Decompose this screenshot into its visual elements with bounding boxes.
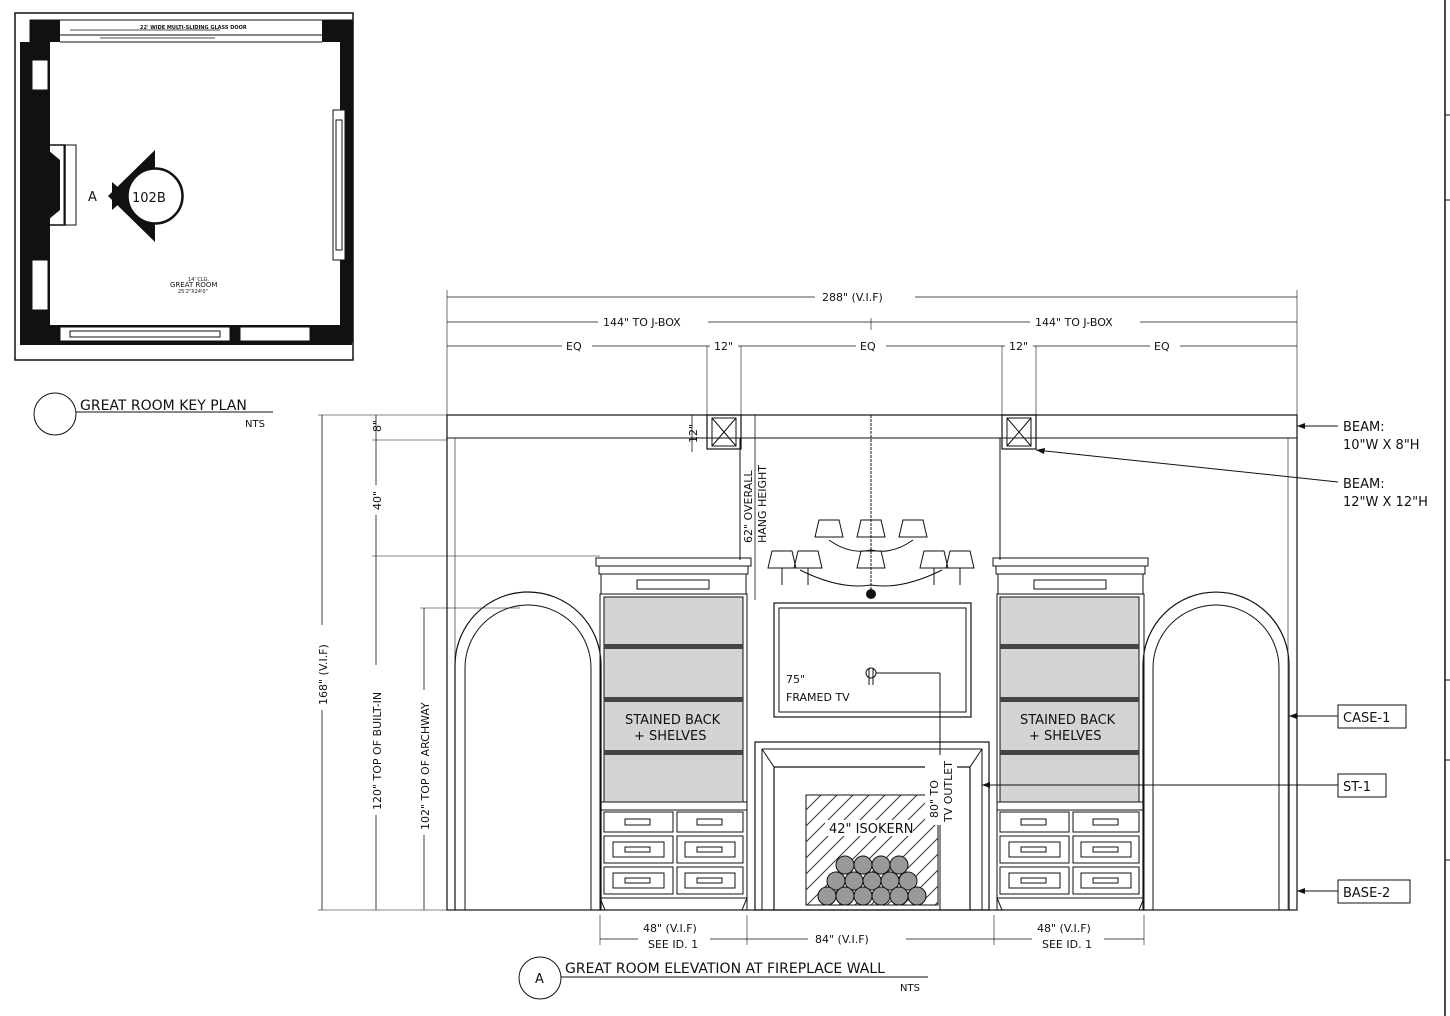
- dim-left-jbox: 144" TO J-BOX: [603, 316, 681, 329]
- dim-hang-height-line2: HANG HEIGHT: [756, 465, 769, 543]
- callouts: BEAM: 10"W X 8"H BEAM: 12"W X 12"H CASE-…: [982, 420, 1428, 904]
- dim-drop-40: 40": [371, 491, 384, 510]
- elevation-title: GREAT ROOM ELEVATION AT FIREPLACE WALL: [565, 961, 885, 977]
- dim-top-archway: 102" TOP OF ARCHWAY: [419, 702, 432, 830]
- dim-overall-168: 168" (V.I.F): [317, 644, 330, 705]
- dim-right-width: 48" (V.I.F): [1037, 922, 1091, 935]
- key-plan-scale: NTS: [245, 419, 265, 430]
- fireplace: [754, 741, 990, 911]
- dim-top-built-in: 120" TOP OF BUILT-IN: [371, 692, 384, 810]
- vertical-dimensions: 8" 12" 40" 168" (V.I.F) 120" TOP OF BUIL…: [312, 414, 957, 911]
- built-in-left: [595, 557, 752, 911]
- built-in-right: [992, 557, 1149, 911]
- key-plan-room-name: GREAT ROOM: [170, 281, 217, 289]
- callout-beam-b-line2: 12"W X 12"H: [1343, 495, 1428, 510]
- callout-stone: ST-1: [1343, 780, 1371, 795]
- note-tv-size: 75": [786, 673, 805, 686]
- key-plan-marker-letter: A: [88, 190, 97, 205]
- key-plan-marker-ref: 102B: [132, 191, 166, 206]
- archway-left: [454, 591, 602, 910]
- dim-left-width: 48" (V.I.F): [643, 922, 697, 935]
- callout-beam-b-line1: BEAM:: [1343, 477, 1385, 492]
- callout-beam-a-line1: BEAM:: [1343, 420, 1385, 435]
- dim-left-ref: SEE ID. 1: [648, 938, 698, 951]
- dim-eq-right: EQ: [1154, 340, 1170, 353]
- elevation-title-block: A GREAT ROOM ELEVATION AT FIREPLACE WALL…: [518, 956, 928, 1000]
- elevation-marker-letter: A: [535, 972, 544, 987]
- dim-beam-right: 12": [1009, 340, 1028, 353]
- note-firebox: 42" ISOKERN: [829, 822, 913, 837]
- beam-left: [706, 414, 742, 450]
- elevation-scale: NTS: [900, 983, 920, 994]
- note-shelves-left-1: STAINED BACK: [625, 713, 721, 728]
- archway-right: [1142, 591, 1290, 910]
- note-shelves-left-2: + SHELVES: [634, 729, 706, 744]
- dim-eq-left: EQ: [566, 340, 582, 353]
- dim-right-ref: SEE ID. 1: [1042, 938, 1092, 951]
- note-shelves-right-1: STAINED BACK: [1020, 713, 1116, 728]
- dim-overall-width: 288" (V.I.F): [822, 291, 883, 304]
- key-plan-title: GREAT ROOM KEY PLAN: [80, 398, 247, 414]
- note-shelves-right-2: + SHELVES: [1029, 729, 1101, 744]
- key-plan-ceiling: 14' CLG.: [188, 277, 209, 283]
- dim-beam-12: 12": [687, 424, 700, 443]
- callout-case: CASE-1: [1343, 711, 1390, 726]
- dim-tv-outlet-line1: 80" TO: [928, 780, 941, 818]
- sheet-border-right: [1444, 0, 1450, 1016]
- top-dimensions: 288" (V.I.F) 144" TO J-BOX 144" TO J-BOX…: [446, 290, 1298, 415]
- beam-right: [1001, 414, 1037, 450]
- chandelier: [767, 415, 975, 599]
- firewood-logs: [817, 855, 927, 906]
- key-plan-door-label: 22' WIDE MULTI-SLIDING GLASS DOOR: [140, 25, 247, 31]
- dim-right-jbox: 144" TO J-BOX: [1035, 316, 1113, 329]
- dim-tv-outlet-line2: TV OUTLET: [942, 761, 955, 823]
- dim-eq-center: EQ: [860, 340, 876, 353]
- dim-beam-8: 8": [371, 420, 384, 432]
- key-plan-title-block: GREAT ROOM KEY PLAN NTS: [33, 392, 273, 436]
- dim-center-width: 84" (V.I.F): [815, 933, 869, 946]
- note-tv-type: FRAMED TV: [786, 691, 850, 704]
- dim-beam-left: 12": [714, 340, 733, 353]
- key-plan-room-size: 25'2"X24'0": [178, 289, 208, 295]
- bottom-dimensions: 48" (V.I.F) SEE ID. 1 84" (V.I.F) 48" (V…: [599, 915, 1145, 954]
- key-plan: 22' WIDE MULTI-SLIDING GLASS DOOR A 102B…: [14, 12, 354, 361]
- dim-hang-height-line1: 62" OVERALL: [742, 470, 755, 543]
- callout-beam-a-line2: 10"W X 8"H: [1343, 438, 1420, 453]
- elevation: 288" (V.I.F) 144" TO J-BOX 144" TO J-BOX…: [312, 290, 1428, 1000]
- callout-base: BASE-2: [1343, 886, 1390, 901]
